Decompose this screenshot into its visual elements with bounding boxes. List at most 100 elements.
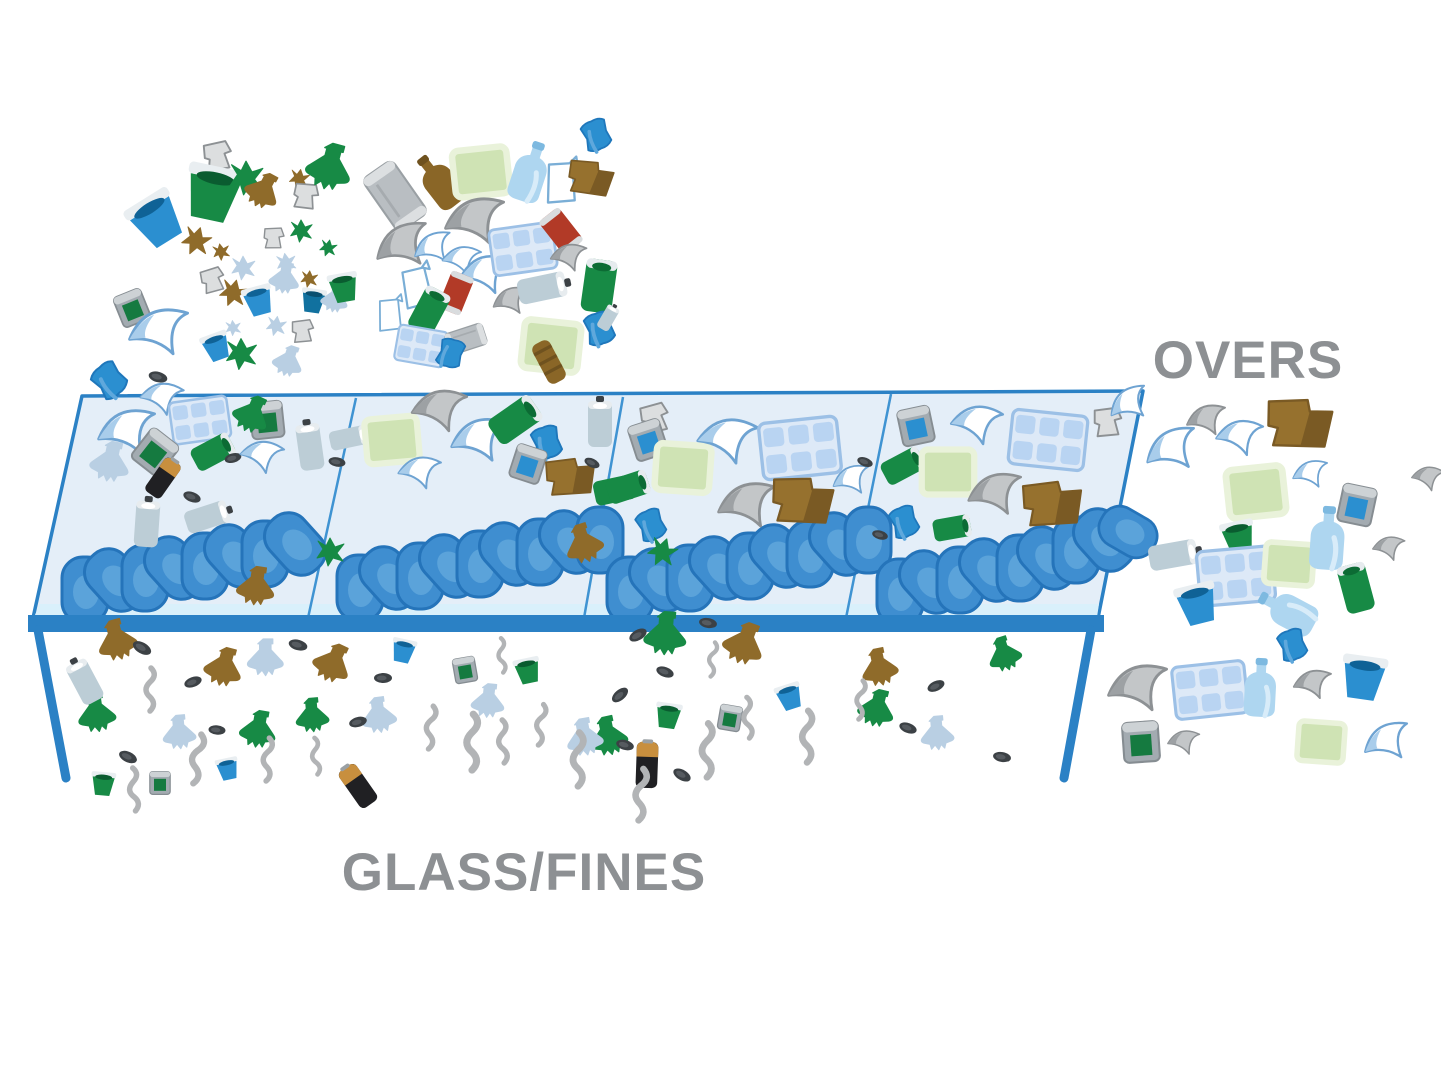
bottle-cap-icon <box>117 748 139 766</box>
label-overs: OVERS <box>1153 331 1344 390</box>
infeed-mixed-cluster-layer <box>360 114 622 388</box>
ice-cube-tray-icon <box>1006 407 1090 473</box>
deck-front-edge <box>28 615 1104 632</box>
right-leg <box>1059 625 1096 783</box>
blue-cup-icon <box>1337 653 1389 703</box>
green-film-square-icon <box>922 450 975 495</box>
green-cup-icon <box>89 770 117 797</box>
white-paper-scrap-icon <box>1140 424 1203 477</box>
steel-can-green-label-icon <box>149 770 171 796</box>
ice-cube-tray-icon <box>756 414 844 482</box>
gray-paper-scrap-icon <box>1370 533 1406 563</box>
gray-paper-scrap-icon <box>1292 667 1333 700</box>
broken-bottle-neck-icon <box>268 341 308 381</box>
broken-bottle-neck-icon <box>307 636 359 689</box>
glass-shard-icon <box>290 219 313 243</box>
bottle-cap-icon <box>147 369 169 385</box>
glass-shard-icon <box>231 255 256 281</box>
battery-icon <box>335 759 380 811</box>
green-can-icon <box>579 257 619 315</box>
glass-stream-squiggle-icon <box>702 724 712 778</box>
bottle-cap-icon <box>208 724 226 736</box>
glass-shard-icon <box>178 223 215 260</box>
green-film-square-icon <box>451 146 510 198</box>
white-paper-scrap-icon <box>1292 460 1329 488</box>
steel-can-green-label-icon <box>451 655 479 685</box>
green-cup-icon <box>653 701 684 730</box>
bottle-cap-icon <box>348 714 368 730</box>
broken-bottle-neck-icon <box>200 642 248 691</box>
broken-bottle-neck-icon <box>293 696 331 734</box>
blue-bottle-icon <box>1243 657 1277 717</box>
green-film-square-icon <box>1263 542 1314 587</box>
bottle-cap-icon <box>925 677 947 695</box>
blue-cup-icon <box>240 282 277 319</box>
cardboard-piece-icon <box>1263 395 1335 452</box>
glass-stream-squiggle-icon <box>855 680 866 719</box>
glass-stream-squiggle-icon <box>497 638 507 673</box>
ice-cube-tray-icon <box>1169 658 1251 722</box>
bottle-cap-icon <box>182 674 204 690</box>
aluminum-can-icon <box>62 653 106 707</box>
glass-shard-icon <box>224 319 242 337</box>
overs-items-layer <box>1107 395 1441 765</box>
broken-bottle-neck-icon <box>982 632 1026 676</box>
white-paper-scrap-icon <box>1360 719 1414 765</box>
infeed-fines-cluster-layer <box>111 137 362 385</box>
bottle-cap-icon <box>287 637 309 653</box>
steel-can-green-label-icon <box>716 703 744 733</box>
torn-gray-paper-icon <box>291 319 315 343</box>
glass-stream-squiggle-icon <box>467 714 478 770</box>
torn-gray-paper-icon <box>290 180 322 212</box>
blue-cup-icon <box>121 185 192 254</box>
bottle-cap-icon <box>374 673 392 683</box>
bottle-cap-icon <box>897 720 919 736</box>
glass-shard-icon <box>265 314 288 338</box>
bottle-cap-icon <box>654 664 676 680</box>
left-leg <box>33 625 71 783</box>
glass-stream-squiggle-icon <box>497 720 508 763</box>
torn-gray-paper-icon <box>262 225 286 251</box>
glass-stream-squiggle-icon <box>310 738 321 775</box>
white-paper-scrap-icon <box>1213 415 1265 458</box>
gray-paper-scrap-icon <box>1409 462 1441 494</box>
aluminum-can-icon <box>133 495 161 548</box>
green-can-icon <box>1335 560 1377 616</box>
glass-fines-layer <box>62 609 1026 820</box>
gray-can-icon <box>360 157 430 235</box>
steel-can-blue-label-icon <box>895 404 937 448</box>
glass-shard-icon <box>300 269 319 289</box>
aluminum-can-icon <box>588 396 612 447</box>
glass-stream-squiggle-icon <box>425 706 437 750</box>
torn-gray-paper-icon <box>199 265 227 295</box>
gray-paper-scrap-icon <box>1166 727 1201 756</box>
table-frame <box>28 615 1104 783</box>
glass-stream-squiggle-icon <box>535 704 547 745</box>
steel-can-blue-label-icon <box>1335 481 1379 529</box>
green-cup-icon <box>512 655 544 686</box>
broken-bottle-neck-icon <box>266 259 303 297</box>
glass-stream-squiggle-icon <box>707 642 717 677</box>
gray-paper-scrap-icon <box>1107 664 1169 712</box>
glass-stream-squiggle-icon <box>128 768 140 812</box>
green-film-square-icon <box>654 443 712 493</box>
blue-cup-icon <box>214 755 242 782</box>
aluminum-can-icon <box>515 269 574 306</box>
green-film-square-icon <box>364 415 420 464</box>
glass-stream-squiggle-icon <box>742 697 753 738</box>
label-glass-fines: GLASS/FINES <box>342 843 706 902</box>
green-film-square-icon <box>1225 465 1286 519</box>
blue-cup-icon <box>388 636 418 665</box>
bottle-cap-icon <box>992 750 1012 764</box>
broken-bottle-neck-icon <box>358 694 399 736</box>
glass-shard-icon <box>318 237 339 259</box>
broken-bottle-neck-icon <box>918 714 956 752</box>
glass-stream-squiggle-icon <box>802 711 812 763</box>
green-film-square-icon <box>1297 721 1346 764</box>
blue-cup-icon <box>773 680 807 713</box>
glass-stream-squiggle-icon <box>146 668 154 711</box>
deck-lower-strip <box>34 604 1099 617</box>
broken-bottle-neck-icon <box>160 713 198 751</box>
